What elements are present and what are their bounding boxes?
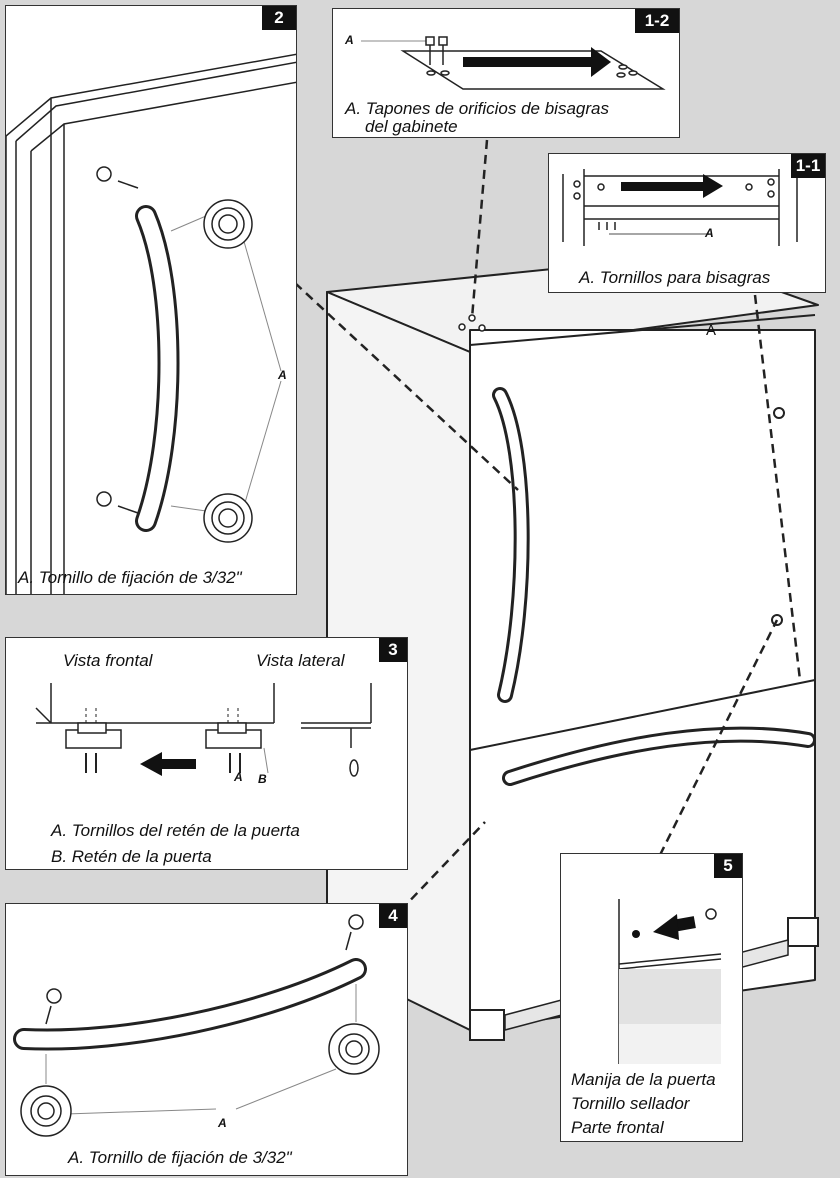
door-handle-drawing <box>6 53 296 594</box>
caption: A. Tornillos para bisagras <box>579 268 771 287</box>
panel-door-stop: 3 Vista frontal Vista lateral A B A. Tor… <box>5 637 408 870</box>
caption-b: B. Retén de la puerta <box>51 847 212 866</box>
caption-line-1: A. Tapones de orificios de bisagras <box>345 99 609 118</box>
step-badge: 5 <box>714 854 742 878</box>
door-stop-drawing <box>35 683 372 777</box>
label-a: A <box>278 368 287 382</box>
hinge-screws-drawing <box>562 169 798 246</box>
panel-drawer-handle: 4 A A. Tornillo de fijación de 3/32" <box>5 903 408 1176</box>
panel-hinge-screws: 1-1 A A. Tornillos para bisagras <box>548 153 826 293</box>
side-view-label: Vista lateral <box>256 651 345 670</box>
caption: A. Tornillo de fijación de 3/32" <box>68 1148 292 1167</box>
label-b: B <box>258 772 267 786</box>
caption-a: A. Tornillos del retén de la puerta <box>51 821 300 840</box>
panel-fridge-door-handle: 2 A A. Tornillo de fijación de 3/32" <box>5 5 297 595</box>
label-line-3: Parte frontal <box>571 1118 664 1137</box>
panel-door-handle-screw: 5 Manija de la puerta Tornillo sellador … <box>560 853 743 1142</box>
hinge-plugs-drawing <box>361 36 666 90</box>
label-line-2: Tornillo sellador <box>571 1094 690 1113</box>
step-badge: 3 <box>379 638 407 662</box>
step-badge: 4 <box>379 904 407 928</box>
step-badge: 1-1 <box>791 154 825 178</box>
label-a: A <box>218 1116 227 1130</box>
front-view-label: Vista frontal <box>63 651 153 670</box>
handle-screw-drawing <box>618 899 722 1064</box>
panel-cabinet-hinge-plugs: 1-2 A A. Tapones de orificios de bisagra… <box>332 8 680 138</box>
step-badge: 1-2 <box>635 9 679 33</box>
caption: A. Tornillo de fijación de 3/32" <box>18 568 242 587</box>
label-line-1: Manija de la puerta <box>571 1070 716 1089</box>
caption-line-2: del gabinete <box>365 117 458 136</box>
label-a: A <box>234 770 243 784</box>
label-a: A <box>705 226 714 240</box>
drawer-handle-drawing <box>13 914 380 1137</box>
step-badge: 2 <box>262 6 296 30</box>
label-a: A <box>345 33 354 47</box>
fridge-label-a: A <box>706 322 717 339</box>
